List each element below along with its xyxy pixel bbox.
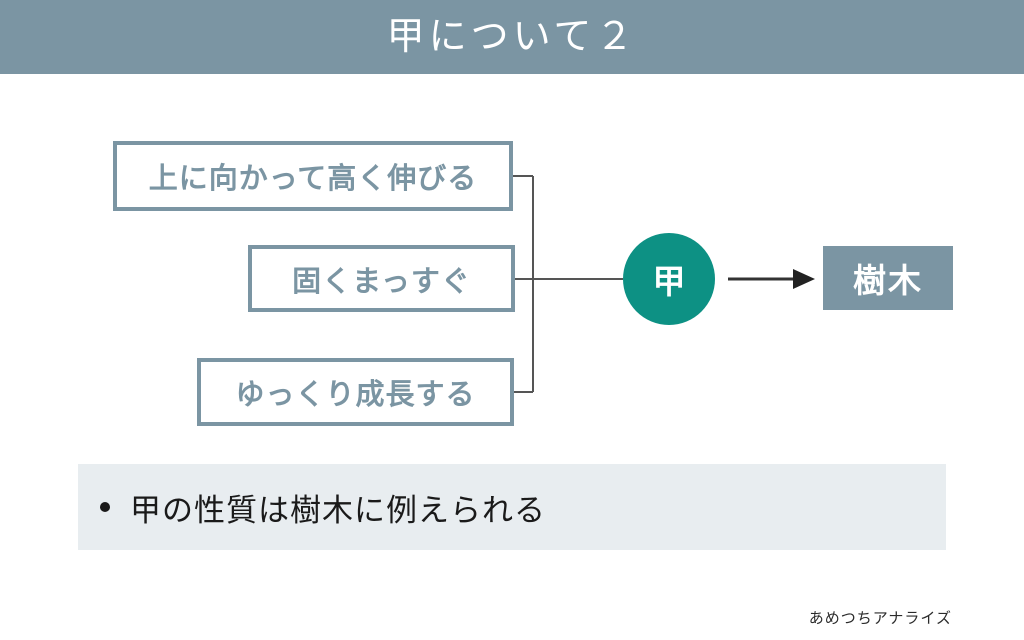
note-panel: 甲の性質は樹木に例えられる (78, 464, 946, 550)
note-bullet-row: 甲の性質は樹木に例えられる (100, 464, 546, 550)
hub-circle-kinoe: 甲 (623, 233, 715, 325)
trait-box-3: ゆっくり成長する (197, 358, 514, 426)
footer-credit: あめつちアナライズ (808, 610, 952, 627)
bullet-dot-icon (100, 502, 110, 512)
result-box-jumoku: 樹木 (823, 246, 953, 310)
diagram-area: 上に向かって高く伸びる 固くまっすぐ ゆっくり成長する 甲 樹木 (0, 74, 1024, 454)
note-bullet-text: 甲の性質は樹木に例えられる (130, 492, 546, 528)
page-title: 甲について２ (386, 16, 638, 58)
trait-box-1: 上に向かって高く伸びる (113, 141, 513, 211)
header-bar (0, 0, 1024, 74)
trait-box-2: 固くまっすぐ (248, 245, 515, 312)
